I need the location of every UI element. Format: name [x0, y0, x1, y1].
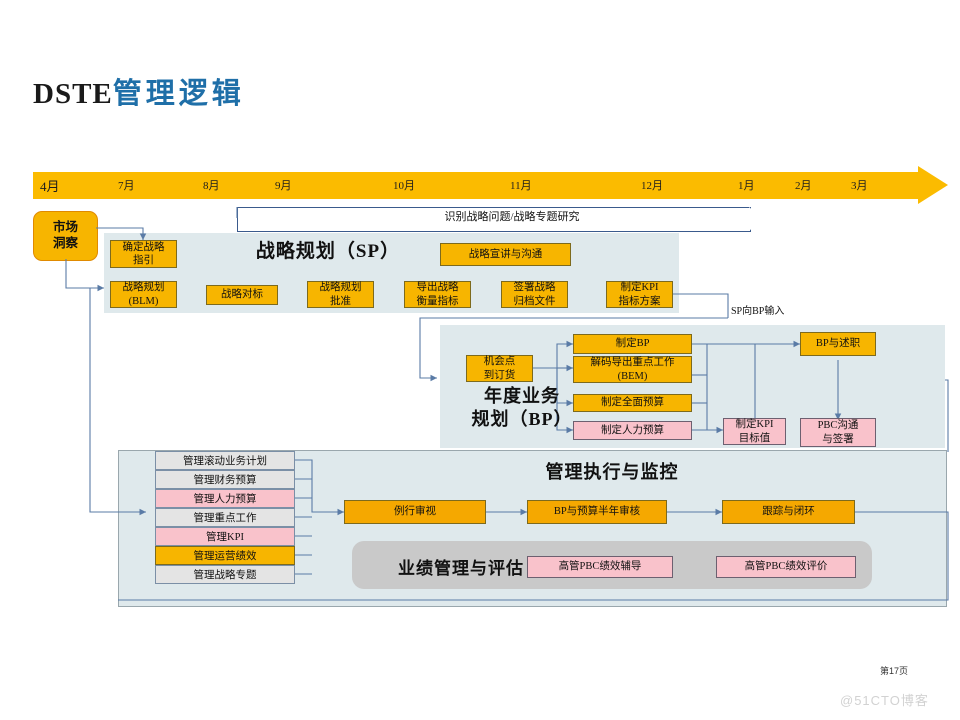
market-insight-line1: 市场: [52, 220, 78, 235]
page-title-latin: DSTE: [33, 78, 113, 110]
bp-box-5[interactable]: 制定KPI 目标值: [723, 418, 786, 445]
page-number: 第17页: [880, 666, 909, 676]
bp-box-3[interactable]: 制定全面预算: [573, 394, 692, 412]
sp-box-4[interactable]: 战略规划 批准: [307, 281, 374, 308]
exec-list-row-4[interactable]: 管理KPI: [155, 527, 295, 546]
bp-box-4[interactable]: 制定人力预算: [573, 421, 692, 440]
timeline-month-3: 9月: [275, 180, 292, 192]
timeline-month-4: 10月: [393, 180, 415, 192]
sp-to-bp-label: SP向BP输入: [731, 306, 785, 317]
sp-box-5[interactable]: 导出战略 衡量指标: [404, 281, 471, 308]
timeline-month-5: 11月: [510, 180, 532, 192]
market-insight-line2: 洞察: [52, 236, 78, 250]
timeline-month-1: 7月: [118, 180, 135, 192]
page-title-cjk: 管理逻辑: [112, 78, 245, 110]
sp-panel-title: 战略规划（SP）: [255, 241, 401, 262]
exec-panel-title: 管理执行与监控: [545, 462, 679, 482]
exec-list-row-3[interactable]: 管理重点工作: [155, 508, 295, 527]
timeline-month-6: 12月: [641, 180, 663, 192]
bp-box-6[interactable]: BP与述职: [800, 332, 876, 356]
banner-arrowhead: [749, 207, 763, 231]
sp-box-1[interactable]: 战略宣讲与沟通: [440, 243, 571, 266]
exec-list-row-1[interactable]: 管理财务预算: [155, 470, 295, 489]
watermark: @51CTO博客: [840, 693, 929, 708]
timeline-month-2: 8月: [203, 180, 220, 192]
bp-panel-title: 年度业务 规划（BP）: [471, 386, 573, 430]
exec-list-row-0[interactable]: 管理滚动业务计划: [155, 451, 295, 470]
page-title: DSTE管理逻辑: [33, 70, 245, 112]
bp-box-2[interactable]: 解码导出重点工作 (BEM): [573, 356, 692, 383]
bp-box-1[interactable]: 制定BP: [573, 334, 692, 354]
strategy-issue-banner: [237, 207, 763, 232]
exec-list-row-5[interactable]: 管理运营绩效: [155, 546, 295, 565]
sp-panel: [104, 233, 679, 313]
performance-box-1[interactable]: 高管PBC绩效评价: [716, 556, 856, 578]
timeline-month-0: 4月: [40, 179, 60, 194]
sp-box-3[interactable]: 战略对标: [206, 285, 278, 305]
sp-box-0[interactable]: 确定战略 指引: [110, 240, 177, 268]
exec-box-2[interactable]: 跟踪与闭环: [722, 500, 855, 524]
strategy-issue-banner-label: 识别战略问题/战略专题研究: [444, 211, 580, 223]
performance-box-0[interactable]: 高管PBC绩效辅导: [527, 556, 673, 578]
timeline-month-7: 1月: [738, 180, 755, 192]
timeline-arrow: 4月 7月 8月 9月 10月 11月 12月 1月 2月 3月: [33, 166, 948, 204]
exec-box-1[interactable]: BP与预算半年审核: [527, 500, 667, 524]
sp-box-6[interactable]: 签署战略 归档文件: [501, 281, 568, 308]
sp-box-2[interactable]: 战略规划 (BLM): [110, 281, 177, 308]
timeline-month-9: 3月: [851, 180, 868, 192]
sp-box-7[interactable]: 制定KPI 指标方案: [606, 281, 673, 308]
bp-box-0[interactable]: 机会点 到订货: [466, 355, 533, 382]
bp-box-7[interactable]: PBC沟通 与签署: [800, 418, 876, 447]
performance-panel-title: 业绩管理与评估: [398, 559, 524, 578]
exec-list-row-2[interactable]: 管理人力预算: [155, 489, 295, 508]
exec-list-row-6[interactable]: 管理战略专题: [155, 565, 295, 584]
exec-box-0[interactable]: 例行审视: [344, 500, 486, 524]
timeline-month-8: 2月: [795, 180, 812, 192]
market-insight-box[interactable]: 市场 洞察: [33, 211, 98, 261]
timeline-arrowhead: [918, 166, 948, 204]
